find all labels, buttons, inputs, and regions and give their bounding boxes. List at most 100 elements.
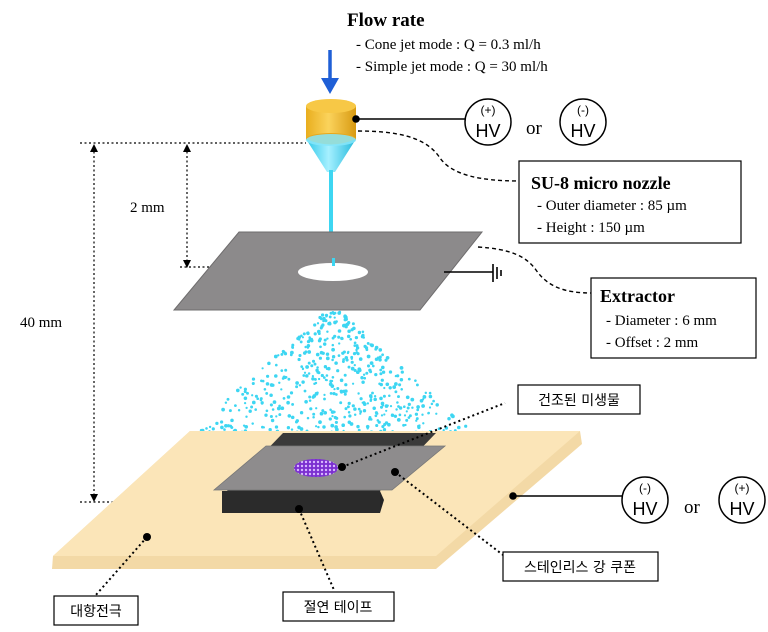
spray-droplet xyxy=(268,428,272,432)
spray-droplet xyxy=(286,426,291,430)
spray-droplet xyxy=(407,377,411,381)
spray-droplet xyxy=(336,369,340,373)
spray-droplet xyxy=(274,363,278,367)
flow-rate-line: - Cone jet mode : Q = 0.3 ml/h xyxy=(356,37,541,53)
spray-droplet xyxy=(282,397,286,400)
spray-droplet xyxy=(297,425,301,430)
spray-droplet xyxy=(333,415,337,420)
spray-droplet xyxy=(374,372,378,377)
spray-droplet xyxy=(385,355,390,360)
spray-droplet xyxy=(224,423,228,428)
spray-droplet xyxy=(405,395,410,400)
spray-droplet xyxy=(388,394,391,398)
spray-droplet xyxy=(283,351,287,355)
spray-droplet xyxy=(361,330,365,334)
dried-microbe-spot xyxy=(294,459,338,477)
spray-droplet xyxy=(327,366,331,371)
spray-droplet xyxy=(343,314,347,318)
spray-droplet xyxy=(308,336,311,339)
spray-droplet xyxy=(239,386,242,389)
spray-droplet xyxy=(405,418,409,422)
spray-droplet xyxy=(262,426,265,429)
spray-droplet xyxy=(404,423,407,427)
spray-droplet xyxy=(343,373,347,377)
spray-droplet xyxy=(254,394,258,398)
svg-text:(-): (-) xyxy=(639,481,651,495)
spray-droplet xyxy=(325,352,330,356)
spray-droplet xyxy=(211,427,215,431)
spray-droplet xyxy=(343,415,346,419)
spray-droplet xyxy=(331,358,334,362)
spray-droplet xyxy=(381,404,385,407)
spray-droplet xyxy=(350,357,353,360)
spray-droplet xyxy=(269,403,273,407)
spray-droplet xyxy=(428,391,432,395)
spray-droplet xyxy=(333,387,336,391)
spray-droplet xyxy=(414,412,419,416)
hv-negative-icon: (-) HV xyxy=(559,98,607,146)
spray-droplet xyxy=(422,395,427,399)
spray-droplet xyxy=(286,400,290,405)
flow-rate-title: Flow rate xyxy=(347,10,425,31)
spray-droplet xyxy=(317,332,321,336)
spray-droplet xyxy=(352,352,357,356)
spray-droplet xyxy=(388,370,393,374)
spray-droplet xyxy=(278,381,281,384)
spray-droplet xyxy=(399,377,404,382)
spray-droplet xyxy=(330,423,335,428)
su8-nozzle xyxy=(306,99,356,172)
spray-droplet xyxy=(275,415,278,418)
spray-droplet xyxy=(335,393,338,396)
spray-droplet xyxy=(316,366,319,369)
spray-droplet xyxy=(343,392,347,396)
svg-text:HV: HV xyxy=(729,499,754,519)
spray-droplet xyxy=(265,374,270,378)
ground-icon xyxy=(444,264,502,282)
spray-droplet xyxy=(350,366,355,371)
spray-droplet xyxy=(295,385,299,389)
spray-droplet xyxy=(317,377,321,381)
svg-text:(+): (+) xyxy=(735,481,750,495)
spray-droplet xyxy=(323,410,328,415)
spray-droplet xyxy=(368,417,371,421)
spray-droplet xyxy=(334,420,338,424)
spray-droplet xyxy=(323,338,327,342)
spray-droplet xyxy=(243,387,247,391)
spray-droplet xyxy=(250,405,254,409)
dried-microbe-callout: 건조된 미생물 xyxy=(338,384,641,471)
spray-droplet xyxy=(336,386,340,391)
spray-droplet xyxy=(337,354,341,357)
spray-droplet xyxy=(331,376,335,379)
spray-droplet xyxy=(351,404,355,408)
extractor-box-line: - Diameter : 6 mm xyxy=(606,313,717,329)
spray-droplet xyxy=(388,386,392,390)
spray-droplet xyxy=(430,402,434,406)
spray-droplet xyxy=(362,409,367,413)
spray-droplet xyxy=(357,330,362,335)
spray-droplet xyxy=(383,422,387,427)
spray-droplet xyxy=(322,376,326,379)
spray-droplet xyxy=(324,313,329,317)
spray-droplet xyxy=(264,413,268,417)
spray-droplet xyxy=(421,398,425,401)
spray-droplet xyxy=(323,397,326,401)
spray-droplet xyxy=(353,363,356,367)
spray-droplet xyxy=(322,319,325,323)
spray-droplet xyxy=(398,406,403,410)
spray-droplet xyxy=(271,408,275,411)
spray-droplet xyxy=(294,420,299,424)
spray-droplet xyxy=(353,407,357,411)
label-dried-microbe: 건조된 미생물 xyxy=(538,393,620,409)
spray-droplet xyxy=(313,362,317,366)
extractor-box-line: - Offset : 2 mm xyxy=(606,335,699,351)
spray-droplet xyxy=(366,402,370,405)
spray-droplet xyxy=(280,352,284,356)
spray-droplet xyxy=(319,317,323,321)
spray-droplet xyxy=(332,410,336,414)
spray-droplet xyxy=(348,414,352,418)
spray-droplet xyxy=(286,395,291,399)
spray-droplet xyxy=(303,389,307,393)
spray-droplet xyxy=(338,342,341,345)
spray-droplet xyxy=(347,411,351,414)
